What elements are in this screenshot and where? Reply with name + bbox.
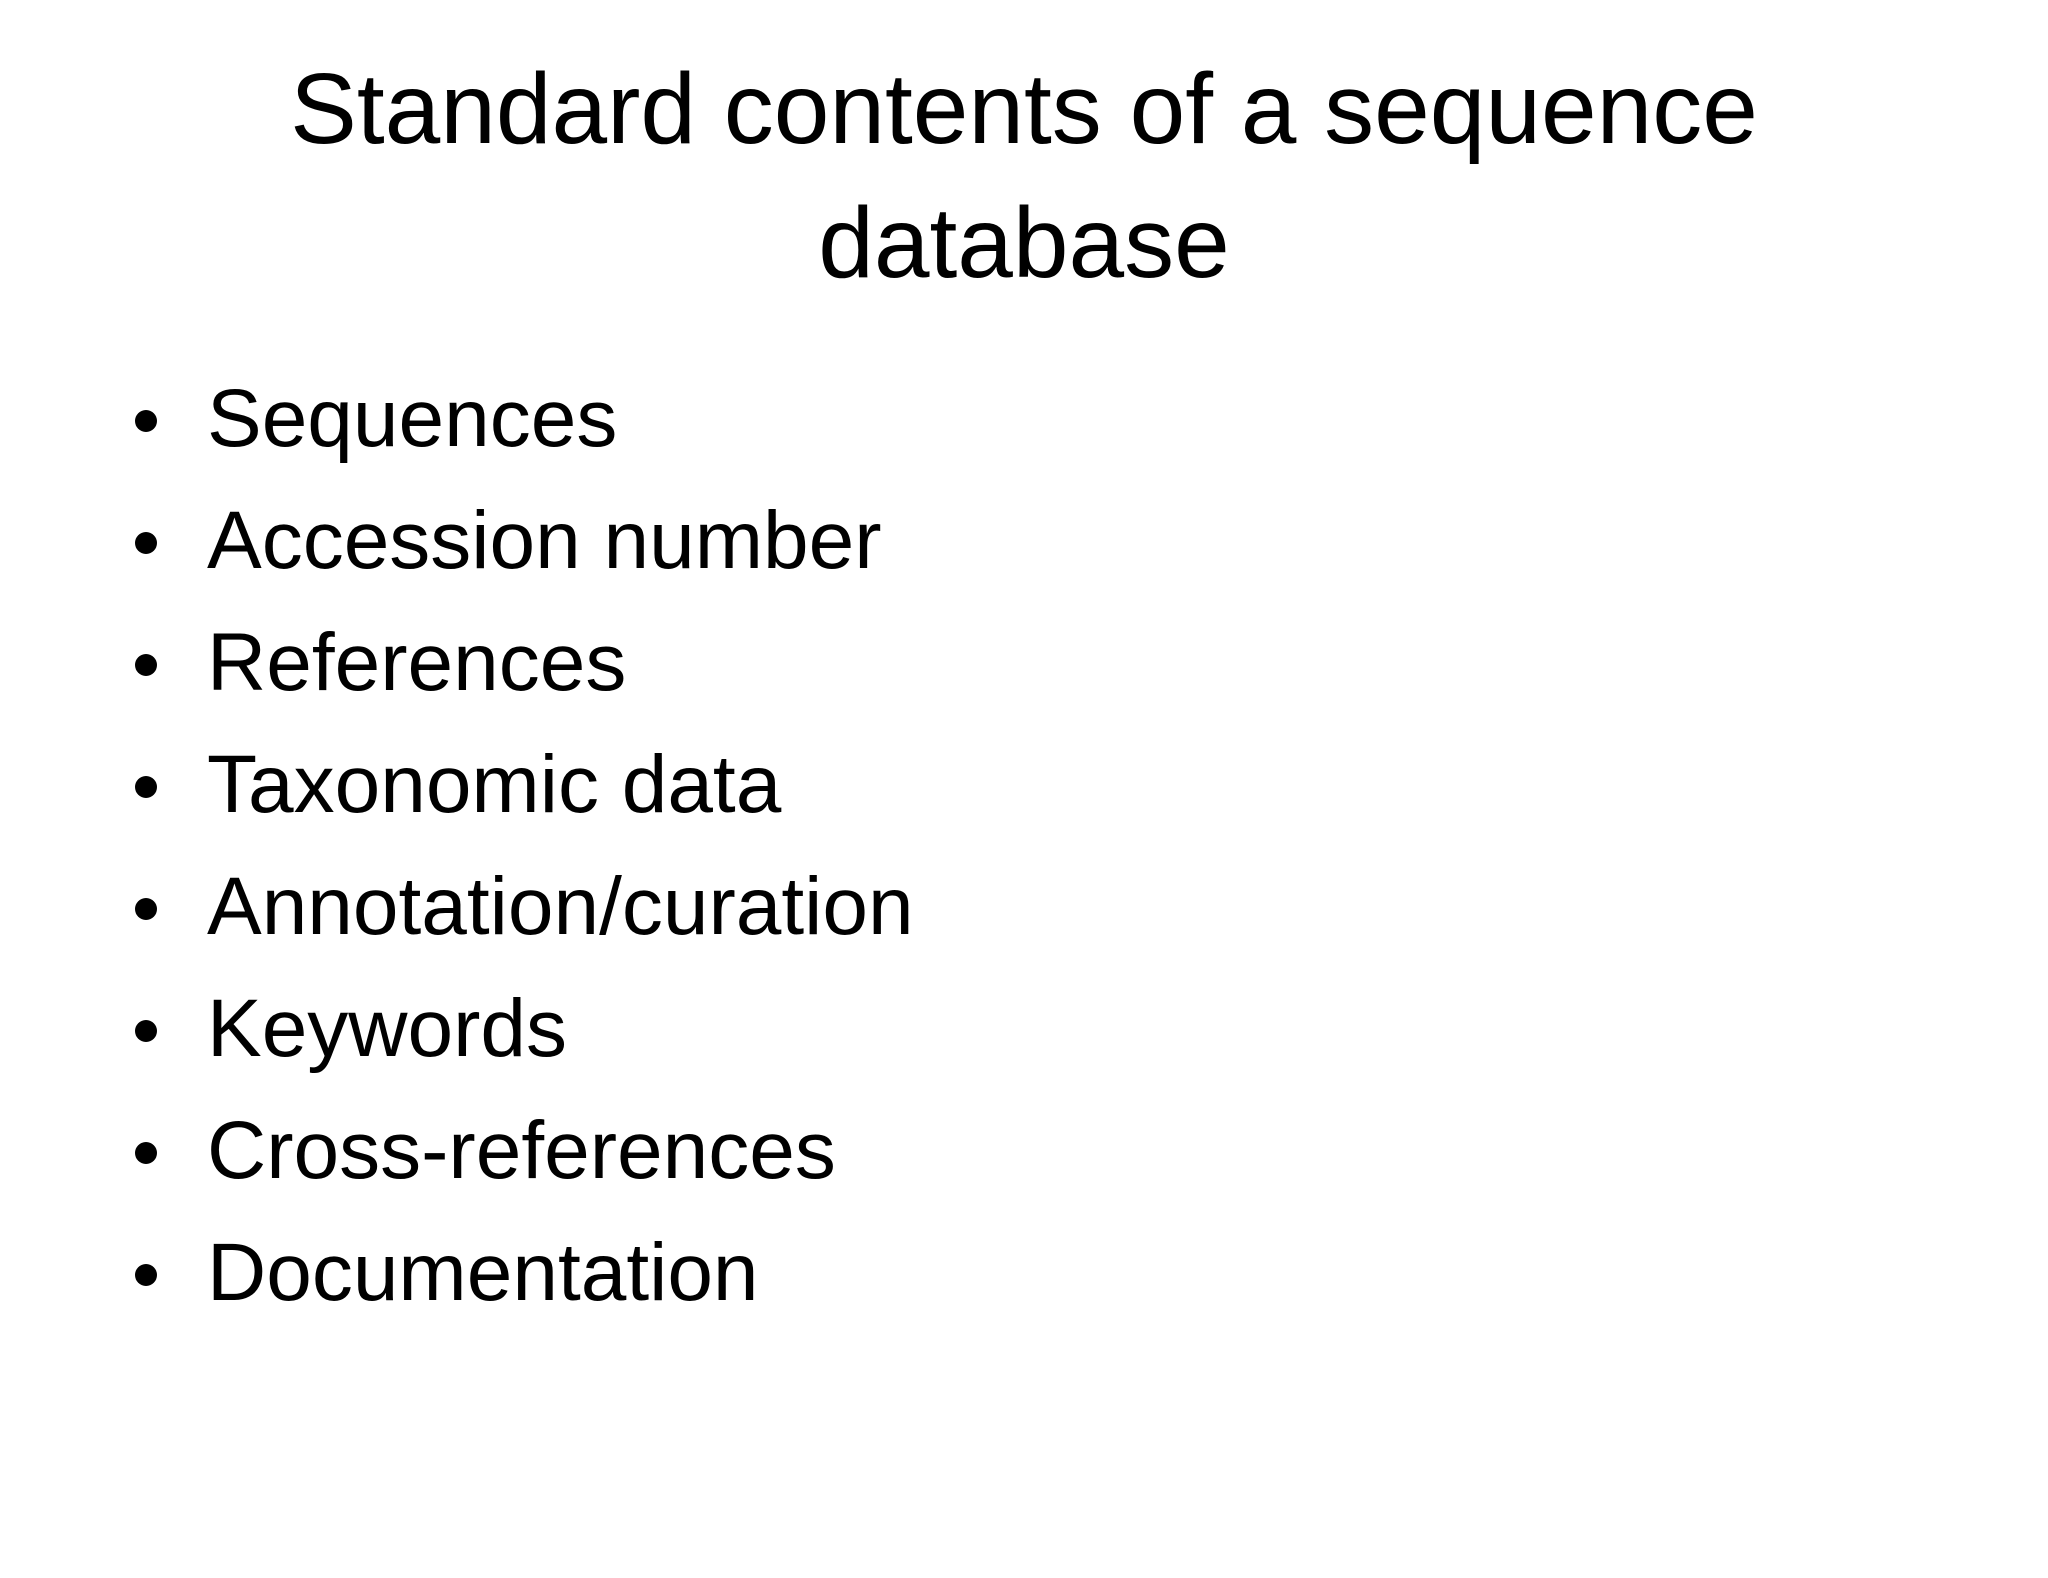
slide-title: Standard contents of a sequence database bbox=[290, 53, 1758, 299]
list-item-label: Keywords bbox=[207, 983, 568, 1074]
bullet-list: Sequences Accession number References Ta… bbox=[0, 358, 2048, 1334]
bullet-icon bbox=[135, 654, 157, 676]
list-item: Annotation/curation bbox=[0, 846, 2048, 968]
list-item: Accession number bbox=[0, 480, 2048, 602]
bullet-icon bbox=[135, 1020, 157, 1042]
list-item-label: Annotation/curation bbox=[207, 861, 914, 952]
bullet-icon bbox=[135, 1264, 157, 1286]
bullet-icon bbox=[135, 1142, 157, 1164]
list-item: Documentation bbox=[0, 1212, 2048, 1334]
list-item: Taxonomic data bbox=[0, 724, 2048, 846]
list-item-label: Accession number bbox=[207, 495, 882, 586]
bullet-icon bbox=[135, 532, 157, 554]
bullet-icon bbox=[135, 898, 157, 920]
list-item: Keywords bbox=[0, 968, 2048, 1090]
list-item: Sequences bbox=[0, 358, 2048, 480]
list-item-label: References bbox=[207, 617, 627, 708]
list-item-label: Taxonomic data bbox=[207, 739, 782, 830]
list-item-label: Sequences bbox=[207, 373, 618, 464]
bullet-icon bbox=[135, 410, 157, 432]
list-item-label: Cross-references bbox=[207, 1105, 836, 1196]
list-item: Cross-references bbox=[0, 1090, 2048, 1212]
list-item: References bbox=[0, 602, 2048, 724]
slide: Standard contents of a sequence database… bbox=[0, 42, 2048, 1578]
list-item-label: Documentation bbox=[207, 1227, 759, 1318]
bullet-icon bbox=[135, 776, 157, 798]
